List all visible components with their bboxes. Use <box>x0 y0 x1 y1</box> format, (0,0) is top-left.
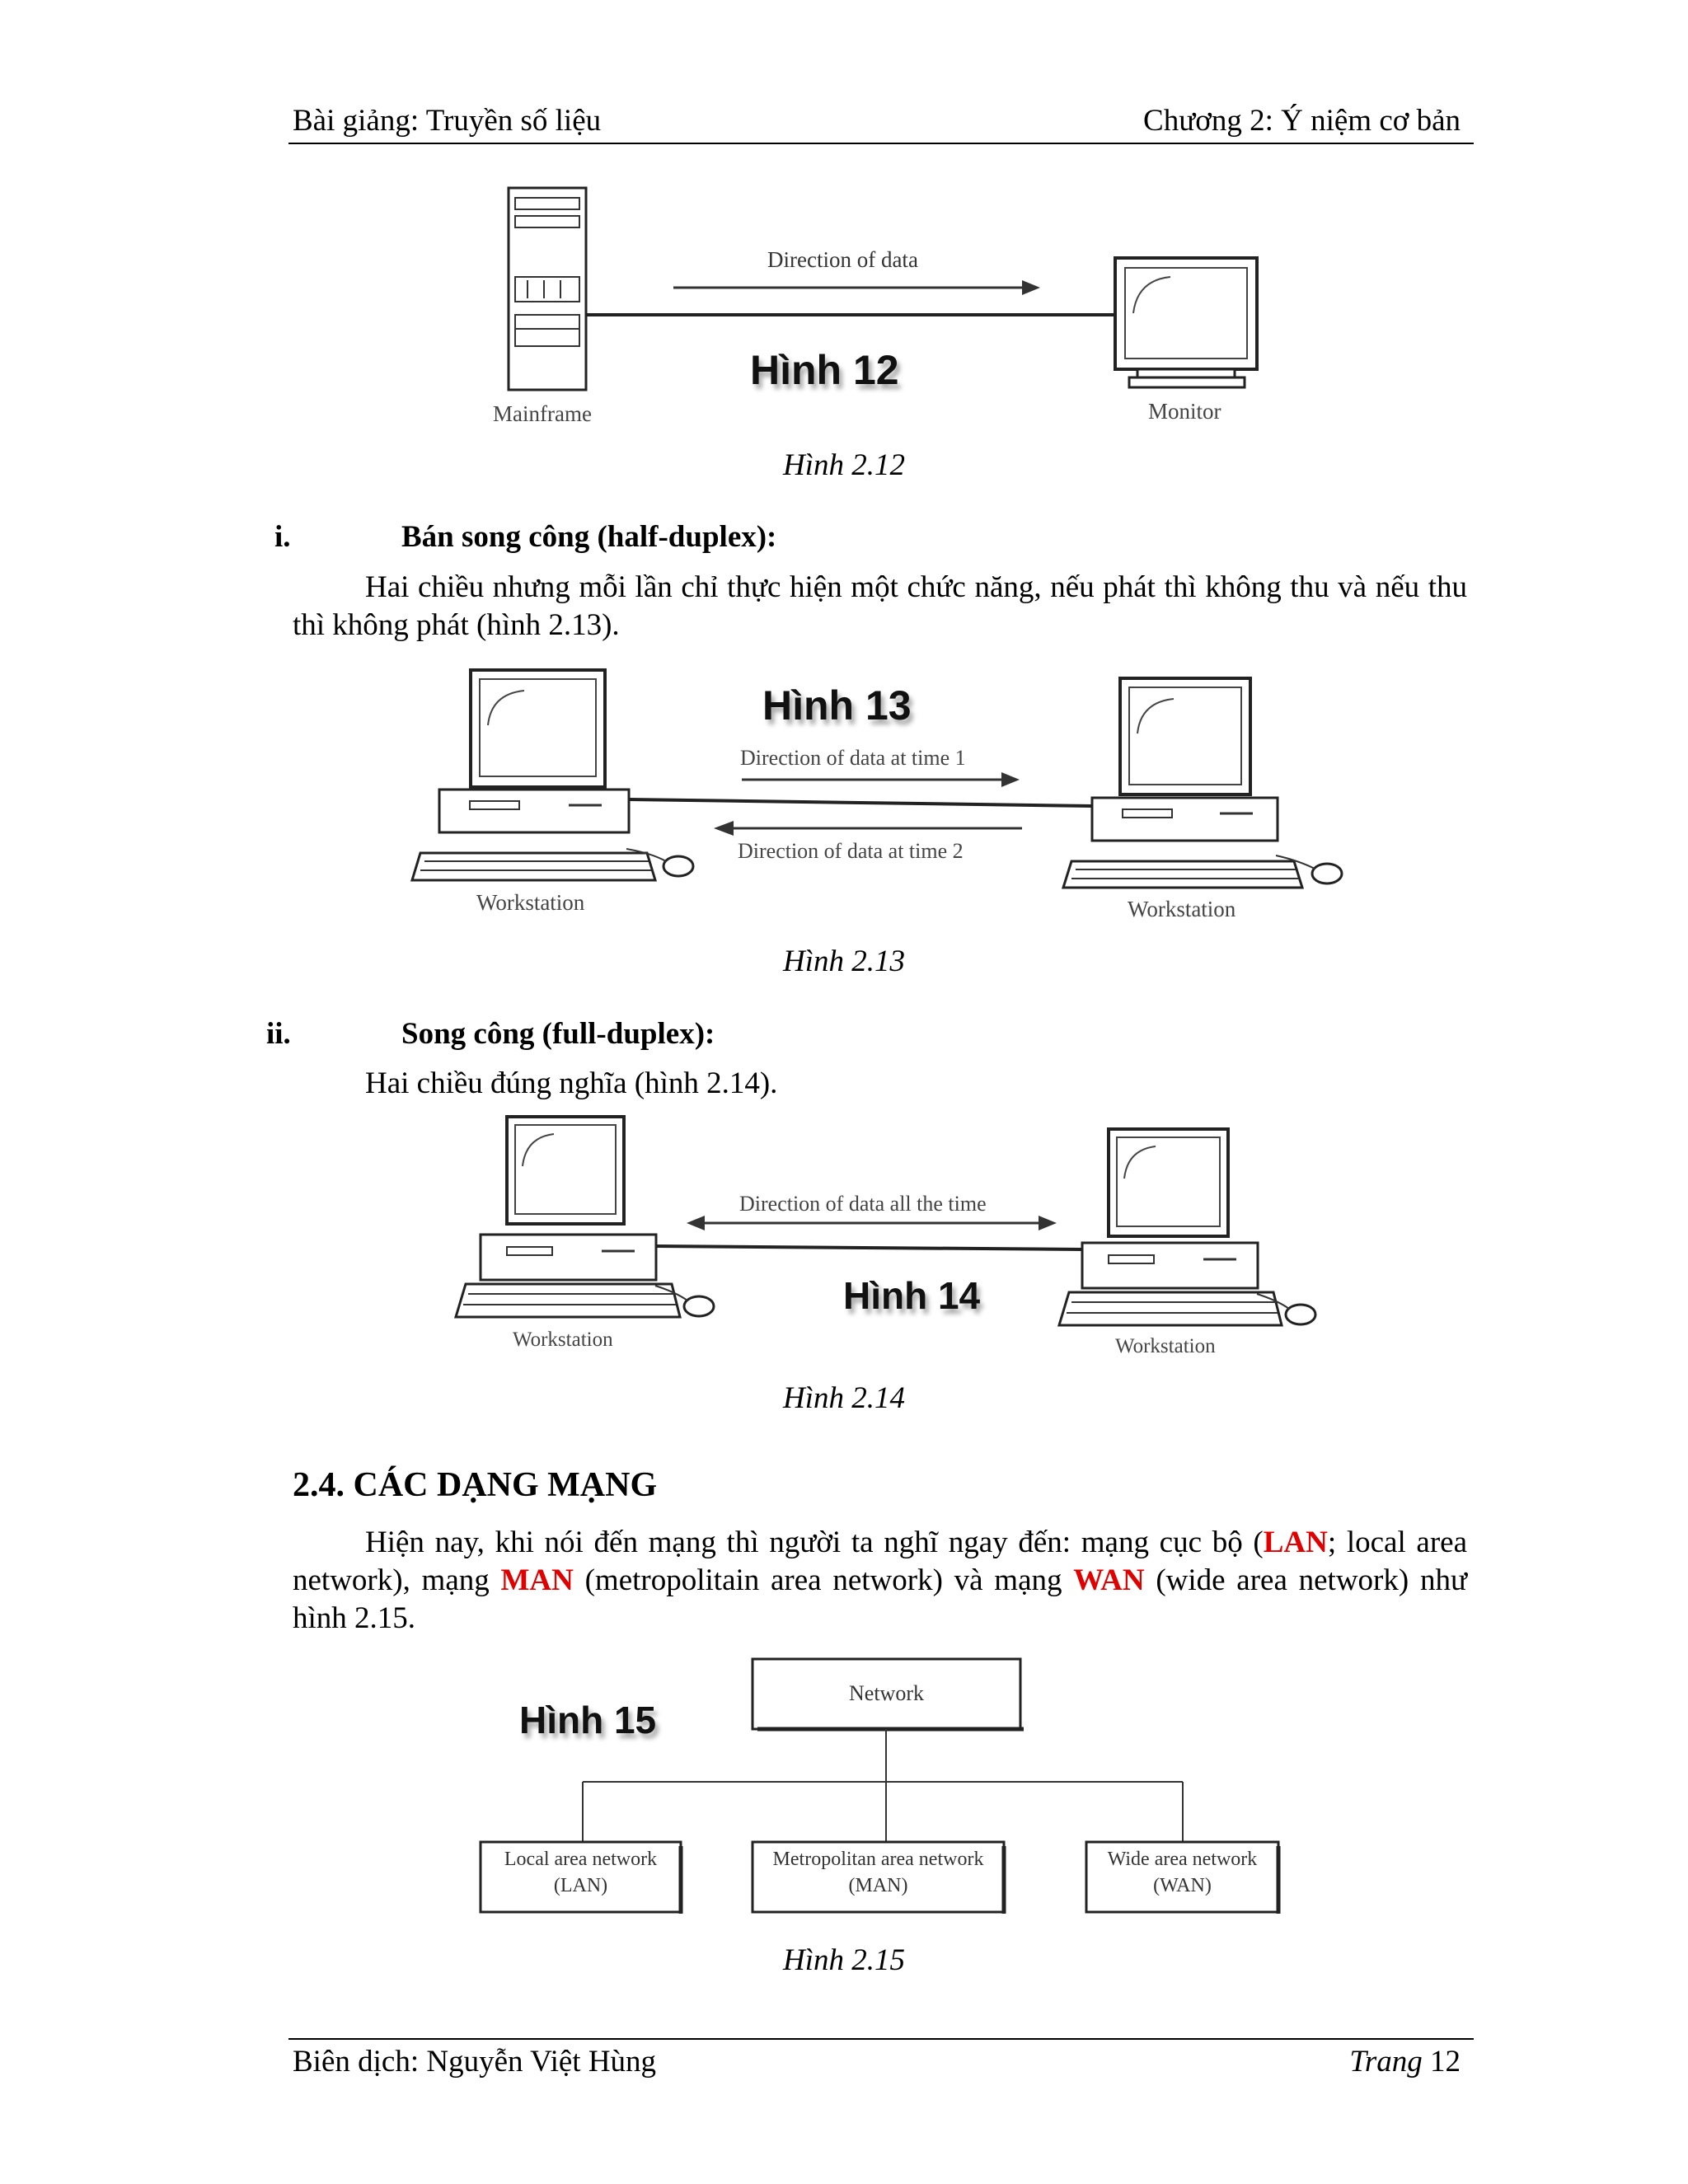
fig14-arrow-label: Direction of data all the time <box>739 1192 987 1216</box>
fig14-overlay: Hình 14 <box>843 1273 980 1318</box>
mainframe-icon <box>509 188 586 390</box>
fig13-overlay: Hình 13 <box>762 682 912 729</box>
workstation-left-icon <box>412 670 693 880</box>
fig14-caption: Hình 2.14 <box>0 1380 1688 1416</box>
footer-page: Trang 12 <box>1349 2044 1461 2079</box>
footer-left: Biên dịch: Nguyễn Việt Hùng <box>293 2044 656 2079</box>
section-2-4-paragraph: Hiện nay, khi nói đến mạng thì người ta … <box>293 1524 1467 1638</box>
header-rule <box>288 143 1474 144</box>
section-i-text: Hai chiều nhưng mỗi lần chỉ thực hiện mộ… <box>293 569 1467 644</box>
fig12-left-label: Mainframe <box>493 401 592 427</box>
fig15-root-label: Network <box>753 1681 1020 1706</box>
fig15-wan-line2: (WAN) <box>1086 1875 1278 1897</box>
fig15-lan-line1: Local area network <box>481 1849 681 1871</box>
fig13-arrow-label-2: Direction of data at time 2 <box>738 839 964 864</box>
fig15-man-line1: Metropolitan area network <box>753 1849 1004 1871</box>
wan-highlight: WAN <box>1073 1563 1144 1597</box>
lan-highlight: LAN <box>1264 1526 1328 1559</box>
header-left: Bài giảng: Truyền số liệu <box>293 103 601 138</box>
workstation-left-icon <box>456 1117 714 1317</box>
fig13-left-label: Workstation <box>476 890 584 916</box>
fig14-right-label: Workstation <box>1115 1335 1216 1358</box>
section-ii-title: Song công (full-duplex): <box>401 1016 715 1052</box>
fig12-caption: Hình 2.12 <box>0 448 1688 483</box>
fig15-overlay: Hình 15 <box>519 1698 656 1742</box>
monitor-icon <box>1115 258 1257 387</box>
fig12-right-label: Monitor <box>1148 399 1221 424</box>
section-2-4-heading: 2.4. CÁC DẠNG MẠNG <box>293 1465 657 1505</box>
header-right: Chương 2: Ý niệm cơ bản <box>1143 103 1461 138</box>
fig15-caption: Hình 2.15 <box>0 1943 1688 1978</box>
section-i-number: i. <box>274 519 291 555</box>
fig12-overlay: Hình 12 <box>750 346 899 394</box>
fig14-left-label: Workstation <box>513 1329 613 1352</box>
page-word: Trang <box>1349 2045 1422 2079</box>
fig15-lan-line2: (LAN) <box>481 1875 681 1897</box>
para-text-3: (metropolitain area network) và mạng <box>574 1563 1073 1597</box>
footer-rule <box>288 2038 1474 2040</box>
section-ii-text: Hai chiều đúng nghĩa (hình 2.14). <box>365 1066 777 1101</box>
section-ii-number: ii. <box>266 1016 291 1052</box>
fig12-arrow-label: Direction of data <box>767 247 918 273</box>
fig13-right-label: Workstation <box>1128 897 1236 922</box>
section-i-title: Bán song công (half-duplex): <box>401 519 776 555</box>
page-number: 12 <box>1430 2045 1461 2079</box>
fig15-man-line2: (MAN) <box>753 1875 1004 1897</box>
para-text-1: Hiện nay, khi nói đến mạng thì người ta … <box>365 1526 1264 1559</box>
fig13-caption: Hình 2.13 <box>0 944 1688 979</box>
man-highlight: MAN <box>501 1563 574 1597</box>
fig15-wan-line1: Wide area network <box>1086 1849 1278 1871</box>
fig13-arrow-label-1: Direction of data at time 1 <box>740 746 966 771</box>
workstation-right-icon <box>1063 678 1342 888</box>
workstation-right-icon <box>1059 1129 1315 1325</box>
